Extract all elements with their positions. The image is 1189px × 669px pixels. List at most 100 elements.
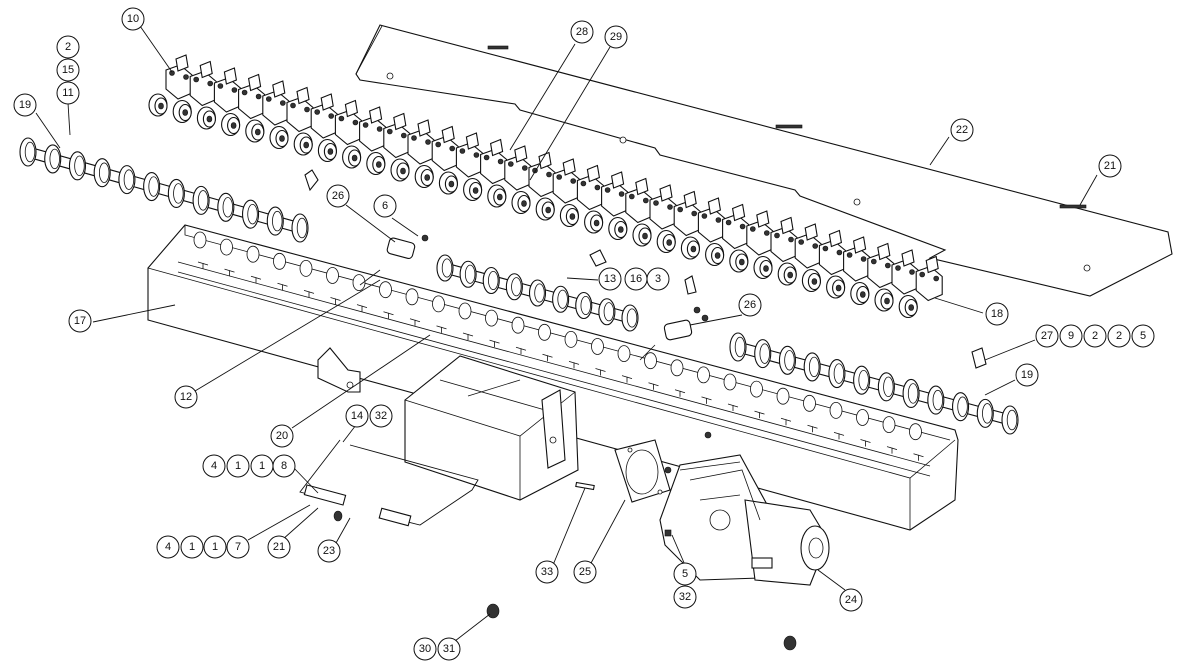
roller-station xyxy=(777,223,822,286)
cam-lobe xyxy=(143,171,161,202)
balloon-label: 29 xyxy=(610,31,622,43)
cam-lobe xyxy=(44,144,62,174)
cam-lobe xyxy=(93,158,111,188)
trough-hole xyxy=(882,416,896,434)
balloon-9: 9 xyxy=(1059,324,1083,348)
leader-lines xyxy=(35,25,1098,642)
trough-hole xyxy=(564,330,578,348)
roller-station xyxy=(342,106,387,169)
trough-slots xyxy=(197,261,924,461)
balloon-27: 27 xyxy=(1035,324,1059,348)
balloon-22: 22 xyxy=(950,118,974,142)
cam-lobe xyxy=(877,372,895,402)
balloon-label: 27 xyxy=(1041,330,1053,342)
cam-lobe xyxy=(459,260,477,288)
trough-slot xyxy=(224,268,235,277)
balloon-label: 31 xyxy=(443,643,455,655)
balloon-7: 7 xyxy=(226,535,250,559)
cam-lobe xyxy=(729,332,747,362)
balloon-8: 8 xyxy=(272,454,296,478)
balloon-label: 32 xyxy=(375,410,387,422)
trough-hole xyxy=(856,409,869,426)
trough-slot xyxy=(409,318,421,326)
roller-station xyxy=(148,54,193,117)
trough-slot xyxy=(303,290,315,298)
balloon-1: 1 xyxy=(250,454,274,478)
roller-station xyxy=(196,67,241,130)
roller-station xyxy=(463,138,508,202)
balloon-label: 8 xyxy=(281,460,287,472)
balloon-label: 1 xyxy=(189,541,195,553)
cam-lobe xyxy=(436,254,454,282)
roller-station xyxy=(438,132,483,195)
balloon-5: 5 xyxy=(673,562,697,586)
trough-hole xyxy=(538,323,551,341)
balloon-label: 6 xyxy=(382,200,388,212)
trough-slot xyxy=(807,424,818,433)
trough-hole xyxy=(273,252,286,270)
balloon-3: 3 xyxy=(646,267,670,291)
cam-lobe xyxy=(853,365,871,395)
balloon-label: 30 xyxy=(419,643,431,655)
balloon-label: 20 xyxy=(276,430,288,442)
trough-slot xyxy=(621,375,633,383)
balloon-18: 18 xyxy=(985,302,1009,326)
cam-lobe xyxy=(528,279,547,307)
cam-lobe xyxy=(68,151,87,181)
trough-frame-part-17 xyxy=(147,224,959,531)
trough-slot xyxy=(727,403,739,411)
balloon-label: 13 xyxy=(604,273,616,285)
balloon-label: 33 xyxy=(541,566,553,578)
trough-hole xyxy=(379,281,392,299)
trough-slot xyxy=(356,304,368,312)
balloon-label: 1 xyxy=(259,460,265,472)
trough-slot xyxy=(277,282,288,291)
balloon-19: 19 xyxy=(13,93,37,117)
trough-slot xyxy=(833,432,845,440)
cam-lobe xyxy=(951,392,970,422)
roller-station xyxy=(874,249,919,312)
balloon-23: 23 xyxy=(317,539,341,563)
trough-slot xyxy=(595,368,606,376)
trough-slot xyxy=(489,339,500,348)
small-fasteners xyxy=(304,169,987,651)
trough-slot xyxy=(250,275,262,284)
cam-lobe xyxy=(192,185,210,215)
trough-hole xyxy=(246,245,260,263)
top-plate-part-22 xyxy=(355,24,1173,297)
trough-slot xyxy=(542,353,553,362)
trough-slot xyxy=(197,261,209,269)
balloon-label: 19 xyxy=(1021,369,1033,381)
roller-station xyxy=(584,171,629,234)
cam-lobe xyxy=(19,137,37,167)
balloon-label: 4 xyxy=(165,541,171,553)
trough-hole xyxy=(220,238,233,256)
trough-hole xyxy=(803,394,816,412)
balloon-10: 10 xyxy=(121,7,145,31)
cam-lobe xyxy=(118,165,136,195)
balloon-label: 22 xyxy=(956,124,968,136)
balloon-1: 1 xyxy=(203,535,227,559)
roller-station xyxy=(680,197,725,260)
balloon-20: 20 xyxy=(270,424,294,448)
trough-slot xyxy=(436,325,447,333)
cam-lobe xyxy=(241,199,260,229)
balloon-label: 2 xyxy=(65,41,71,53)
trough-slot xyxy=(913,453,924,461)
balloon-2: 2 xyxy=(56,35,80,59)
cam-lobe xyxy=(828,358,846,389)
cam-shaft-right xyxy=(729,332,1019,435)
roller-station xyxy=(559,164,604,228)
roller-stations xyxy=(148,54,943,319)
balloon-label: 2 xyxy=(1092,330,1098,342)
roller-station xyxy=(317,99,362,163)
cam-lobe xyxy=(217,192,235,222)
balloon-label: 17 xyxy=(74,315,86,327)
roller-station xyxy=(172,60,217,124)
roller-station xyxy=(221,73,266,137)
balloon-label: 4 xyxy=(211,460,217,472)
balloon-19: 19 xyxy=(1015,363,1039,387)
balloon-label: 2 xyxy=(1116,330,1122,342)
trough-hole xyxy=(697,366,710,384)
roller-station xyxy=(366,112,411,176)
